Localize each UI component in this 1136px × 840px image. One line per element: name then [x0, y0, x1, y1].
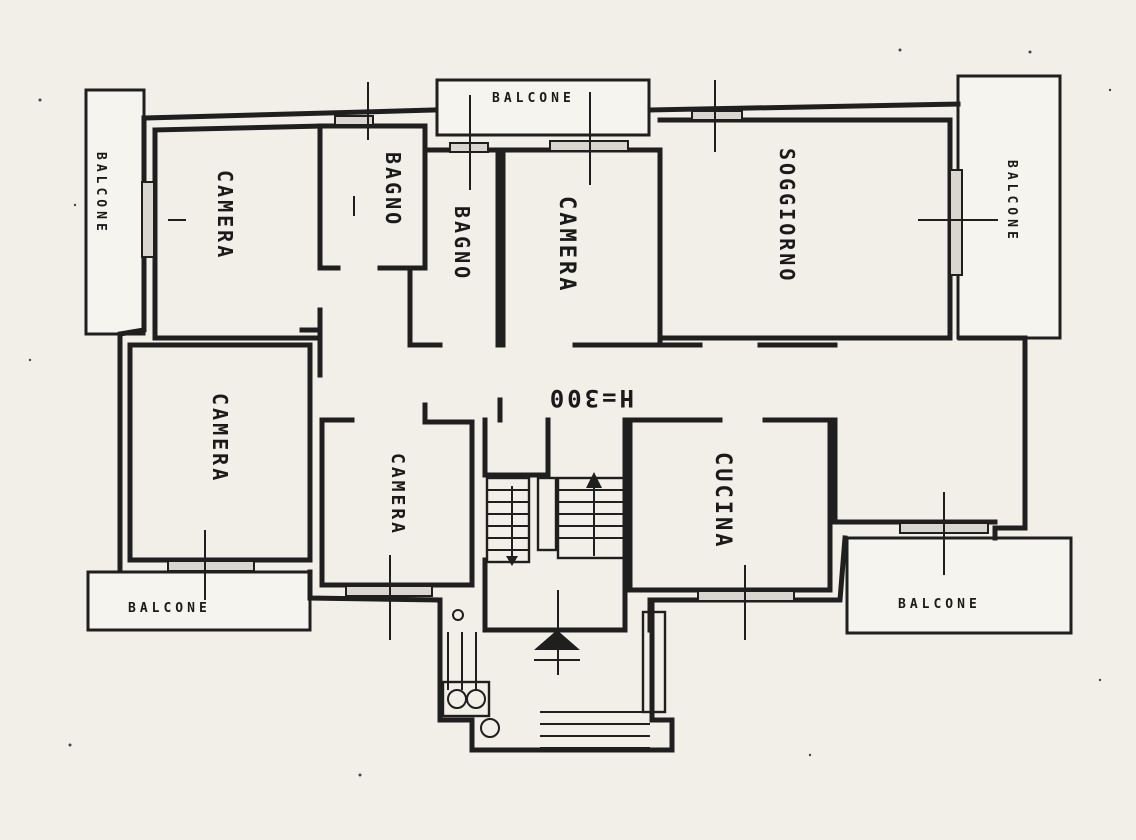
window-right-soggiorno — [949, 169, 963, 276]
arrow-down-icon — [506, 556, 518, 566]
label-camera-bottom-left: CAMERA — [208, 393, 232, 483]
label-bagno-2: BAGNO — [450, 206, 474, 281]
balcony-labels: BALCONE BALCONE BALCONE BALCONE BALCONE — [93, 91, 1019, 616]
label-balcony-bottom-right: BALCONE — [898, 597, 981, 612]
label-balcony-top: BALCONE — [492, 91, 575, 106]
window-left-balcony — [141, 181, 155, 258]
label-balcony-bottom-left: BALCONE — [128, 601, 211, 616]
label-camera-bottom-center: CAMERA — [387, 453, 408, 536]
window-top-soggiorno — [691, 110, 743, 121]
outer-walls — [117, 101, 1028, 753]
label-height-note: H=300 — [547, 384, 634, 412]
stair-flight-left — [485, 476, 531, 564]
room-labels: CAMERA BAGNO BAGNO CAMERA SOGGIORNO CAME… — [208, 148, 799, 549]
staircase[interactable] — [441, 472, 667, 749]
label-camera-center: CAMERA — [554, 196, 579, 293]
meter-box — [441, 680, 491, 718]
label-balcony-right: BALCONE — [1004, 160, 1019, 243]
balcony-right — [956, 74, 1062, 340]
window-bottom-left-camera — [167, 560, 255, 572]
windows — [141, 110, 989, 602]
label-soggiorno: SOGGIORNO — [775, 148, 799, 283]
balconies — [84, 74, 1073, 635]
entrance-arrow-icon — [534, 630, 580, 650]
balcony-top — [435, 78, 651, 137]
arrow-up-icon — [586, 472, 602, 488]
balcony-bottom-right — [845, 536, 1073, 635]
window-top-bagno — [334, 115, 374, 126]
label-bagno-1: BAGNO — [381, 152, 405, 227]
balcony-bottom-left — [86, 570, 312, 632]
elevator-shaft — [536, 476, 558, 552]
paper-speckles — [28, 48, 1112, 777]
label-cucina: CUCINA — [710, 452, 735, 549]
label-balcony-left: BALCONE — [93, 152, 108, 235]
label-camera-top-left: CAMERA — [213, 170, 237, 260]
interior-walls — [127, 117, 998, 633]
